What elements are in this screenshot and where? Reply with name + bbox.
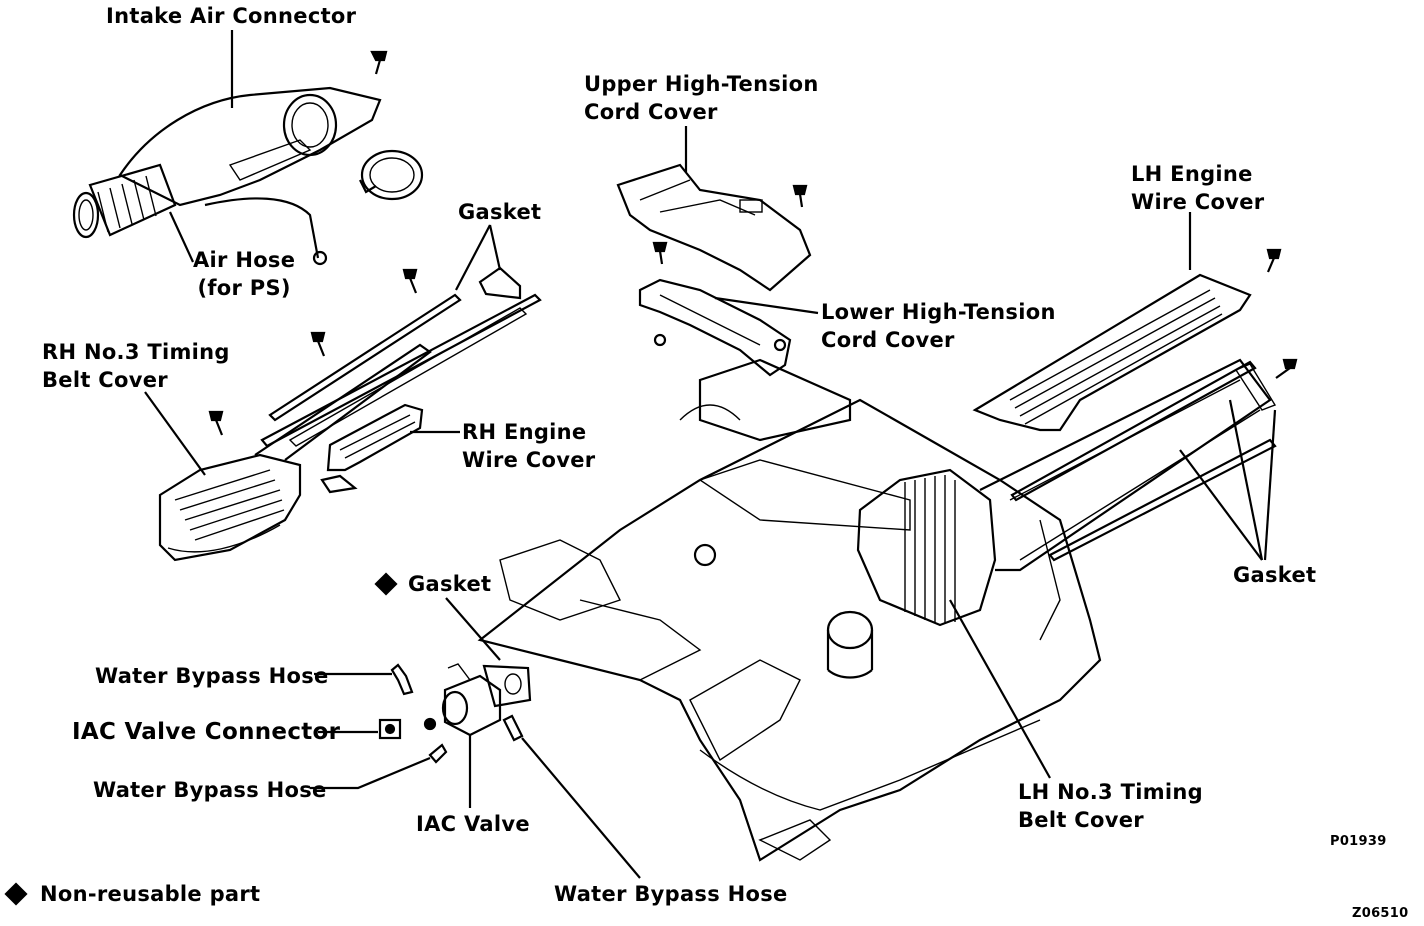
label-intake-air-connector: Intake Air Connector: [106, 4, 357, 28]
intake-air-connector-part: [72, 86, 382, 266]
label-upper-ht-cord-cover: Upper High-Tension Cord Cover: [584, 72, 819, 124]
lh-engine-wire-cover-part: [972, 273, 1252, 432]
label-iac-valve-connector: IAC Valve Connector: [72, 719, 341, 745]
bolt-icon: [370, 50, 388, 75]
label-lh-engine-wire-cover: LH Engine Wire Cover: [1131, 162, 1265, 214]
label-rh-no3-timing-belt-cover: RH No.3 Timing Belt Cover: [42, 340, 230, 392]
non-reusable-diamond-icon: [4, 882, 28, 906]
label-water-bypass-hose-3: Water Bypass Hose: [554, 882, 788, 906]
label-gasket-top: Gasket: [458, 200, 542, 224]
rh-engine-wire-cover-part: [320, 403, 424, 494]
rh-timing-belt-cover-part: [158, 343, 432, 562]
bolt-icon: [1266, 248, 1282, 273]
label-water-bypass-hose-1: Water Bypass Hose: [95, 664, 329, 688]
hose-clamp-part: [359, 149, 424, 201]
label-gasket-right: Gasket: [1233, 563, 1317, 587]
bolt-icon: [652, 241, 668, 265]
label-rh-engine-wire-cover: RH Engine Wire Cover: [462, 420, 596, 472]
bolt-icon: [402, 268, 418, 294]
engine-block-part: [477, 358, 1102, 862]
legend-non-reusable-part: Non-reusable part: [40, 882, 261, 906]
lh-timing-belt-cover-part: [856, 358, 1277, 627]
iac-valve-connector-part: [378, 717, 437, 740]
figure-code: P01939: [1330, 834, 1387, 849]
label-lh-no3-timing-belt-cover: LH No.3 Timing Belt Cover: [1018, 780, 1203, 832]
label-gasket-iac: Gasket: [408, 572, 492, 596]
label-lower-ht-cord-cover: Lower High-Tension Cord Cover: [821, 300, 1056, 352]
lower-ht-cord-cover-part: [638, 278, 792, 377]
iac-valve-part: [441, 663, 532, 737]
leader-lines: [144, 30, 1277, 879]
non-reusable-diamond-icon: [374, 572, 398, 596]
bolt-icon: [208, 410, 224, 436]
label-iac-valve: IAC Valve: [416, 812, 530, 836]
bolt-icon: [310, 331, 326, 357]
bolt-icon: [792, 184, 808, 208]
upper-ht-cord-cover-part: [616, 163, 812, 292]
label-air-hose: Air Hose (for PS): [193, 248, 296, 300]
drawing-code: Z06510: [1352, 906, 1409, 921]
rh-gasket-strips: [260, 266, 542, 448]
label-water-bypass-hose-2: Water Bypass Hose: [93, 778, 327, 802]
bolt-icon: [1275, 358, 1298, 379]
water-bypass-hose-parts: [390, 663, 524, 764]
